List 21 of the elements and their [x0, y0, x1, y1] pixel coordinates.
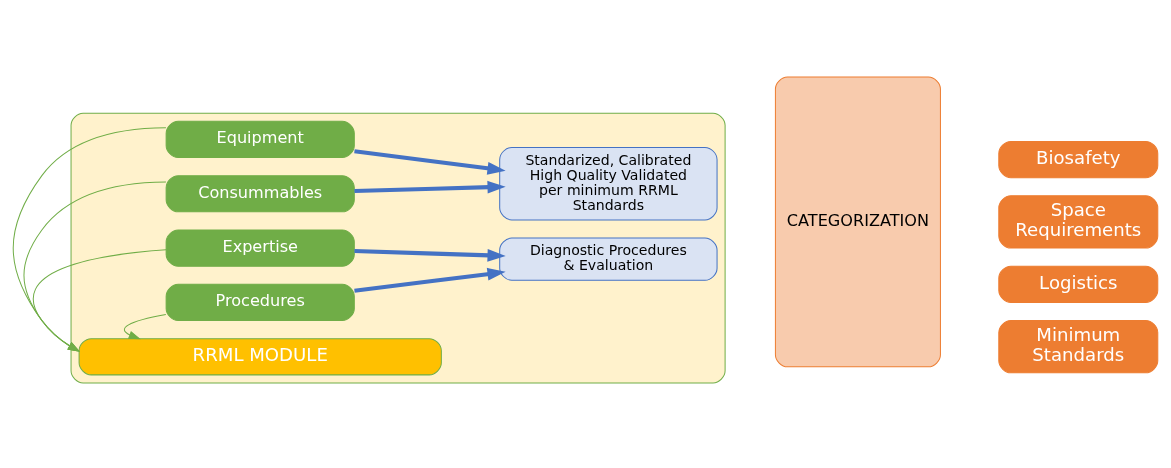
node-box: Space Requirements — [998, 195, 1159, 249]
node-box: Procedures — [165, 283, 355, 322]
node-box: Diagnostic Procedures & Evaluation — [499, 237, 718, 281]
node-box: Logistics — [998, 265, 1159, 303]
node-box: Equipment — [165, 120, 355, 159]
node-box: Standarized, Calibrated High Quality Validated per minimum RRML Standards — [499, 146, 718, 221]
arrow — [354, 180, 506, 194]
arrow — [23, 181, 167, 352]
arrow — [123, 314, 167, 340]
node-box: RRML MODULE — [78, 338, 442, 376]
node-box: Expertise — [165, 229, 355, 267]
node-box: Minimum Standards — [998, 320, 1159, 374]
node-box: Biosafety — [998, 140, 1159, 179]
arrow — [12, 127, 167, 352]
arrow — [32, 249, 167, 352]
arrow — [354, 248, 506, 262]
node-box: CATEGORIZATION — [774, 76, 941, 368]
cluster — [70, 112, 726, 384]
arrow — [354, 149, 506, 175]
arrow — [354, 267, 506, 293]
node-box: Consummables — [165, 175, 355, 213]
